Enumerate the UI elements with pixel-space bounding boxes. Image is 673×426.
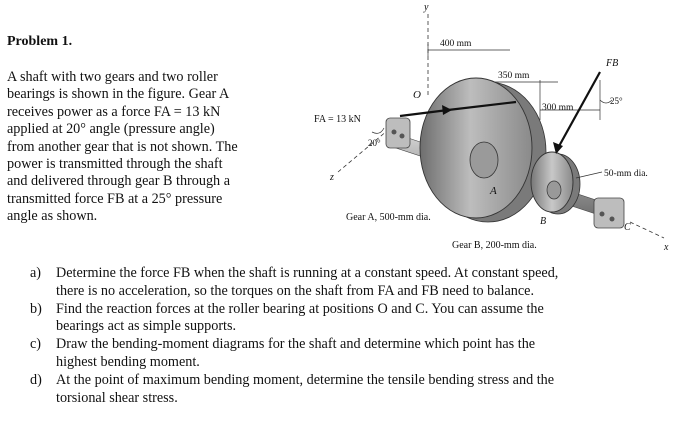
bearing-O-bolt: [399, 133, 405, 139]
axis-z-label: z: [329, 172, 334, 183]
question-item: c) Draw the bending-moment diagrams for …: [30, 336, 666, 372]
force-B-arrowhead: [553, 142, 563, 154]
question-label: d): [30, 371, 42, 388]
point-C-label: C: [624, 222, 631, 233]
question-line: highest bending moment.: [56, 353, 200, 370]
question-line: Determine the force FB when the shaft is…: [56, 265, 559, 281]
bearing-O: [385, 117, 411, 149]
shaft-dia-leader: [575, 171, 603, 179]
intro-line: transmitted force FB at a 25° pressure: [7, 190, 223, 207]
force-A-arrow: [399, 108, 449, 118]
force-B-arrow: [557, 71, 601, 149]
intro-line: from another gear that is not shown. The: [7, 138, 238, 155]
force-A-arrowhead: [442, 105, 452, 115]
gear-A-label: Gear A, 500-mm dia.: [346, 212, 431, 223]
question-label: b): [30, 300, 42, 317]
bearing-C-bolt: [609, 216, 615, 222]
angle-25-label: 25°: [610, 96, 623, 106]
question-line: bearings act as simple supports.: [56, 318, 237, 335]
force-A-line: [447, 100, 517, 112]
intro-line: A shaft with two gears and two roller: [7, 69, 218, 85]
intro-line: receives power as a force FA = 13 kN: [7, 103, 221, 120]
question-item: b) Find the reaction forces at the rolle…: [30, 301, 666, 337]
question-line: there is no acceleration, so the torques…: [56, 282, 535, 299]
intro-line: and delivered through gear B through a: [7, 173, 230, 190]
question-line: At the point of maximum bending moment, …: [56, 371, 555, 388]
axis-y-label: y: [423, 2, 429, 13]
dim-300-label: 300 mm: [542, 103, 574, 113]
question-line: Find the reaction forces at the roller b…: [56, 300, 544, 317]
intro-line: bearings is shown in the figure. Gear A: [7, 86, 230, 103]
dim-400-label: 400 mm: [440, 39, 472, 49]
question-line: Draw the bending-moment diagrams for the…: [56, 336, 536, 353]
bearing-C-bolt: [599, 211, 605, 217]
axis-x-label: x: [663, 242, 669, 253]
angle-20-arc: [371, 127, 385, 134]
question-line: torsional shear stress.: [56, 389, 178, 406]
point-O-label: O: [413, 89, 421, 101]
bearing-O-bolt: [391, 129, 397, 135]
intro-line: angle as shown.: [7, 208, 98, 225]
problem-title: Problem 1.: [7, 34, 73, 49]
shaft-gear-figure: y z x 400 mm 350 mm 300 mm O A B C FA = …: [314, 2, 669, 253]
shaft-dia-label: 50-mm dia.: [604, 169, 648, 179]
point-B-label: B: [540, 216, 546, 227]
question-item: d) At the point of maximum bending momen…: [30, 372, 666, 408]
point-A-label: A: [489, 185, 497, 197]
question-item: a) Determine the force FB when the shaft…: [30, 265, 666, 301]
gear-B-label: Gear B, 200-mm dia.: [452, 240, 537, 251]
angle-25-arc: [599, 99, 613, 104]
problem-statement: A shaft with two gears and two roller be…: [7, 69, 297, 226]
gear-A-hub: [469, 141, 499, 179]
bearing-C: [593, 197, 625, 229]
dim-350-label: 350 mm: [498, 71, 530, 81]
intro-line: power is transmitted through the shaft: [7, 156, 223, 173]
gear-B-hub: [546, 180, 562, 200]
intro-line: applied at 20° angle (pressure angle): [7, 121, 215, 138]
questions-list: a) Determine the force FB when the shaft…: [30, 265, 666, 407]
question-label: a): [30, 265, 42, 281]
x-axis-line: [629, 221, 665, 239]
force-B-label: FB: [605, 58, 618, 69]
angle-20-label: 20°: [368, 138, 381, 148]
force-A-label: FA = 13 kN: [314, 114, 361, 125]
question-label: c): [30, 336, 42, 353]
